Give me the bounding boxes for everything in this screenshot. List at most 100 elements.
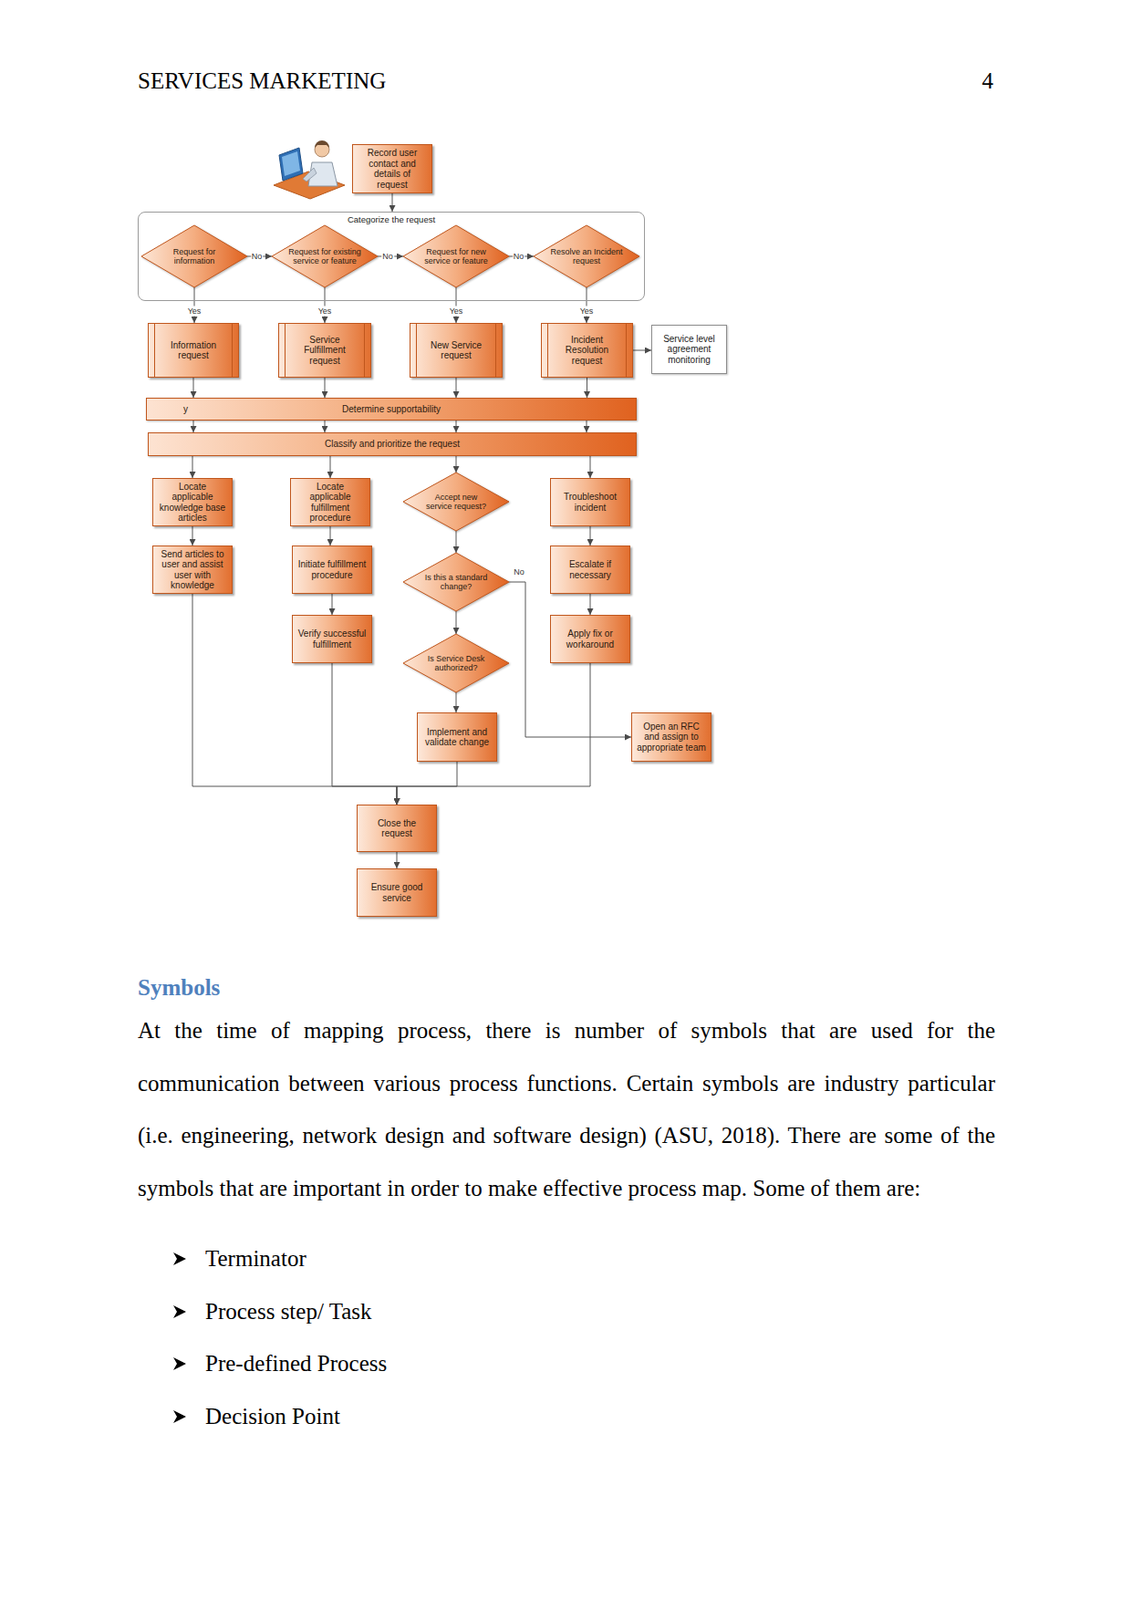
node-text: New Service request bbox=[420, 340, 492, 362]
node-text: Troubleshoot incident bbox=[555, 491, 625, 513]
node-text: Verify successful fulfillment bbox=[297, 628, 367, 650]
process-box: Initiate fulfillment procedure bbox=[291, 545, 373, 594]
connector bbox=[590, 456, 592, 478]
node-text: Information request bbox=[158, 340, 229, 362]
page-number: 4 bbox=[982, 67, 995, 95]
node-text: Escalate if necessary bbox=[555, 559, 625, 581]
connector bbox=[193, 377, 195, 398]
bullet-item: Decision Point bbox=[205, 1402, 341, 1431]
bullet-arrow bbox=[173, 1357, 187, 1371]
node-text: Request for information bbox=[157, 247, 231, 267]
connector bbox=[324, 287, 326, 323]
node-text: Is this a standard change? bbox=[421, 572, 491, 592]
connector bbox=[456, 287, 457, 323]
connector bbox=[508, 581, 632, 738]
decision-diamond: Is Service Desk authorized? bbox=[403, 633, 509, 693]
edge-label: Yes bbox=[186, 306, 203, 317]
node-text: Apply fix or workaround bbox=[555, 628, 625, 650]
connector bbox=[192, 593, 397, 805]
predefined-process-box: New Service request bbox=[409, 322, 503, 378]
section-heading: Symbols bbox=[137, 974, 220, 1002]
connector bbox=[396, 761, 457, 805]
connector bbox=[330, 456, 332, 478]
process-box: Troubleshoot incident bbox=[550, 477, 631, 527]
node-text: y bbox=[183, 404, 188, 416]
node-text: Initiate fulfillment procedure bbox=[297, 559, 367, 581]
node-text: Request for existing service or feature bbox=[288, 247, 362, 267]
predefined-process-box: Incident Resolution request bbox=[540, 322, 634, 378]
person-hair bbox=[314, 140, 330, 148]
connector bbox=[456, 377, 457, 398]
diamond-shape bbox=[533, 225, 640, 288]
node-text: Is Service Desk authorized? bbox=[421, 654, 491, 674]
person-arm bbox=[302, 167, 317, 182]
diamond-shape bbox=[141, 225, 248, 288]
connector bbox=[633, 350, 652, 352]
connector bbox=[192, 456, 194, 478]
process-band: Classify and prioritize the request bbox=[147, 432, 637, 457]
body-paragraph: At the time of mapping process, there is… bbox=[137, 1004, 996, 1215]
connector bbox=[324, 420, 326, 433]
process-box: Send articles to user and assist user wi… bbox=[152, 545, 233, 594]
decision-diamond: Resolve an Incident request bbox=[533, 225, 640, 288]
connector bbox=[332, 663, 397, 805]
node-text: Record user contact and details of reque… bbox=[357, 147, 427, 190]
connector bbox=[456, 420, 457, 433]
diamond-shape bbox=[403, 552, 509, 612]
node-text: Service level agreement monitoring bbox=[656, 333, 722, 366]
edge-label: No bbox=[250, 251, 264, 262]
connector bbox=[456, 530, 457, 553]
connector bbox=[456, 456, 457, 473]
process-box: Record user contact and details of reque… bbox=[352, 144, 433, 194]
node-text: Locate applicable fulfillment procedure bbox=[295, 481, 365, 524]
connector bbox=[332, 593, 333, 615]
decision-diamond: Accept new service request? bbox=[403, 472, 509, 531]
edge-label: Yes bbox=[448, 306, 465, 317]
edge-label: No bbox=[381, 251, 395, 262]
node-text: Implement and validate change bbox=[422, 726, 492, 748]
bullet-arrows bbox=[173, 1252, 187, 1423]
diamond-shape bbox=[403, 225, 509, 288]
process-box: Escalate if necessary bbox=[550, 545, 631, 594]
user-at-computer-icon bbox=[273, 140, 345, 199]
bullet-item: Pre-defined Process bbox=[205, 1350, 387, 1378]
connector bbox=[586, 420, 588, 433]
decision-diamond: Request for information bbox=[141, 225, 248, 288]
node-text: Locate applicable knowledge base article… bbox=[157, 481, 228, 524]
node-text: Categorize the request bbox=[347, 214, 436, 226]
diamond-shape bbox=[403, 472, 509, 531]
connector bbox=[586, 377, 588, 398]
connector bbox=[586, 287, 588, 323]
connector bbox=[456, 611, 457, 634]
connector bbox=[324, 377, 326, 398]
node-text: Service Fulfillment request bbox=[289, 334, 361, 367]
connector bbox=[392, 193, 394, 212]
monitor bbox=[279, 147, 303, 181]
bullet-item: Terminator bbox=[205, 1245, 307, 1273]
node-text: Resolve an Incident request bbox=[550, 247, 624, 267]
decision-diamond: Request for new service or feature bbox=[403, 225, 509, 288]
connector bbox=[194, 287, 196, 323]
bullet-arrow bbox=[173, 1305, 187, 1319]
process-box: Verify successful fulfillment bbox=[291, 614, 373, 664]
connector bbox=[192, 526, 194, 546]
process-box: Locate applicable knowledge base article… bbox=[152, 477, 233, 527]
monitoring-box: Service level agreement monitoring bbox=[651, 324, 727, 374]
connector bbox=[330, 526, 332, 546]
connector bbox=[590, 526, 592, 546]
running-header: SERVICES MARKETING bbox=[137, 67, 386, 95]
diamond-shape bbox=[271, 225, 378, 288]
connector bbox=[193, 420, 195, 433]
node-text: Close the request bbox=[362, 818, 432, 840]
connector bbox=[396, 851, 398, 869]
node-text: Determine supportability bbox=[342, 404, 441, 416]
connector bbox=[456, 692, 457, 713]
predefined-process-box: Service Fulfillment request bbox=[278, 322, 372, 378]
process-box: Implement and validate change bbox=[416, 712, 498, 762]
connector bbox=[396, 663, 591, 805]
node-text: Send articles to user and assist user wi… bbox=[157, 549, 228, 592]
bullet-item: Process step/ Task bbox=[205, 1298, 373, 1326]
